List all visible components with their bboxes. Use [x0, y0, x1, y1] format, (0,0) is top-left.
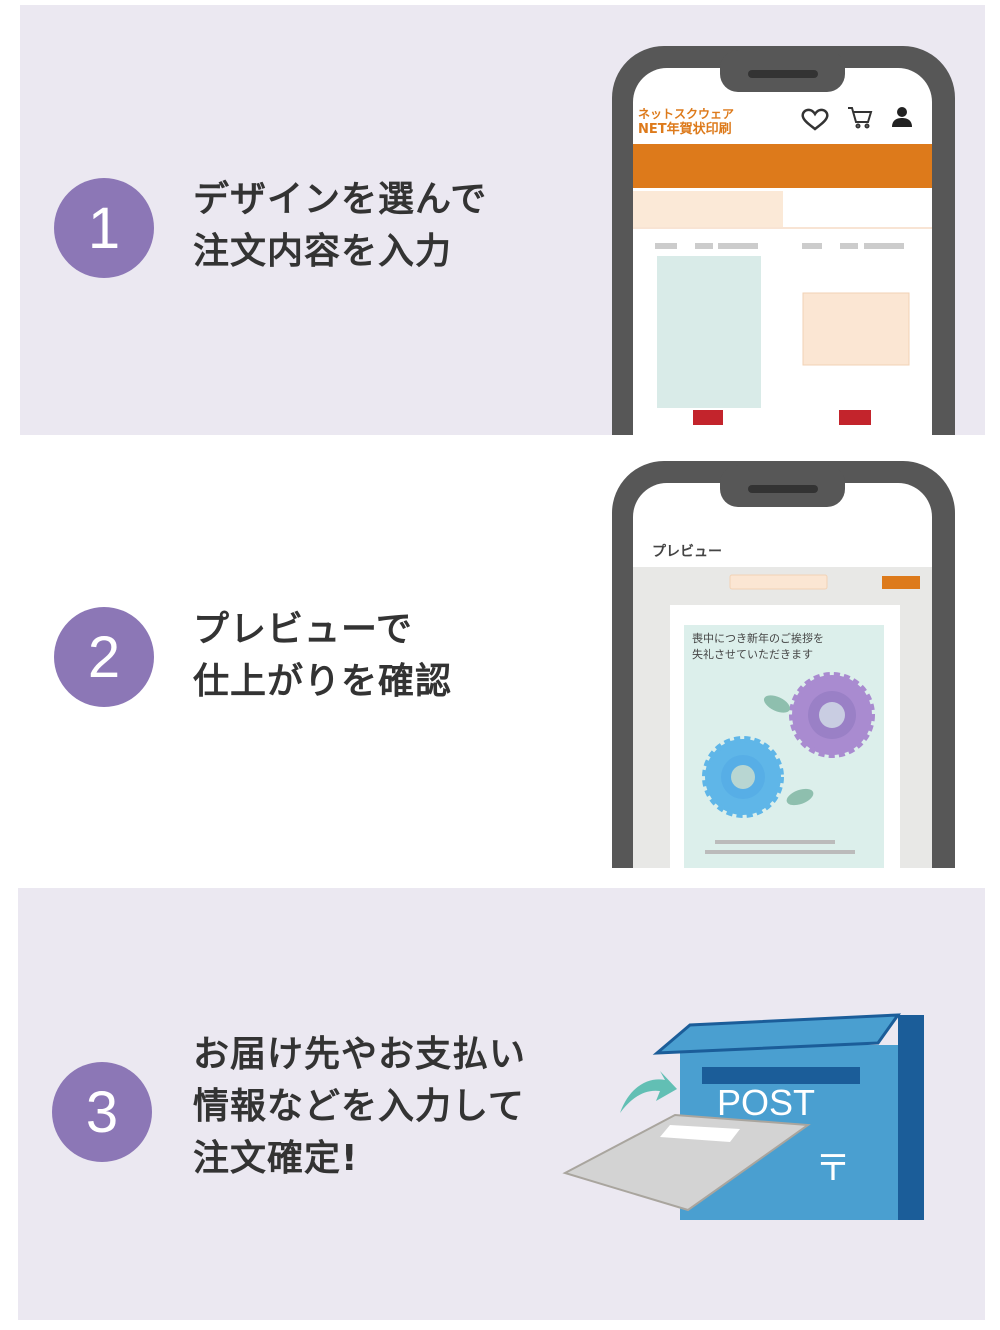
- cart-icon[interactable]: [848, 107, 873, 129]
- postbox-illustration: POST 〒: [562, 1013, 924, 1220]
- design-thumbnail[interactable]: [802, 292, 910, 366]
- step-3-number: 3: [52, 1062, 152, 1162]
- flower-purple: [789, 672, 875, 758]
- heart-icon[interactable]: [801, 108, 829, 131]
- tab-active[interactable]: [633, 191, 783, 227]
- step-3-line: 注文確定!: [193, 1138, 359, 1179]
- step-2-line: プレビューで: [193, 609, 413, 650]
- step-3-line: 情報などを入力して: [193, 1086, 525, 1127]
- postal-mark: 〒: [815, 1148, 851, 1189]
- step-2-text: プレビューで 仕上がりを確認: [193, 604, 452, 708]
- user-icon[interactable]: [892, 107, 912, 127]
- svg-text:NET年賀状印刷: NET年賀状印刷: [638, 121, 732, 137]
- step-3-text: お届け先やお支払い 情報などを入力して 注文確定!: [193, 1029, 526, 1185]
- select-button[interactable]: [693, 410, 723, 425]
- design-thumbnail[interactable]: [657, 256, 761, 408]
- site-logo: ネットスクウェア NET年賀状印刷: [638, 107, 734, 137]
- orange-nav-bar: [633, 144, 932, 188]
- phone-mockup-preview: プレビュー 喪中につき新年のご挨拶を 失礼させていただきます: [612, 461, 955, 868]
- step-1-text: デザインを選んで 注文内容を入力: [193, 174, 487, 278]
- phone-mockup-order: ネットスクウェア NET年賀状印刷: [612, 46, 955, 435]
- step-1-line: 注文内容を入力: [193, 231, 453, 272]
- mail-slot: [702, 1067, 860, 1084]
- edit-button[interactable]: [729, 574, 828, 590]
- step-2-number: 2: [54, 607, 154, 707]
- step-1-line: デザインを選んで: [193, 179, 488, 220]
- select-button[interactable]: [839, 410, 871, 425]
- card-text: 喪中につき新年のご挨拶を: [692, 631, 824, 645]
- postcard: [562, 1113, 811, 1212]
- step-3-line: お届け先やお支払い: [193, 1034, 527, 1075]
- preview-title: プレビュー: [652, 544, 722, 560]
- arrow-icon: [620, 1071, 677, 1113]
- flower-blue: [702, 736, 784, 818]
- order-button[interactable]: [882, 576, 920, 589]
- step-2-line: 仕上がりを確認: [193, 661, 453, 702]
- step-1-number: 1: [54, 178, 154, 278]
- svg-text:ネットスクウェア: ネットスクウェア: [638, 107, 734, 121]
- card-text: 失礼させていただきます: [692, 647, 813, 661]
- post-label: POST: [717, 1082, 815, 1123]
